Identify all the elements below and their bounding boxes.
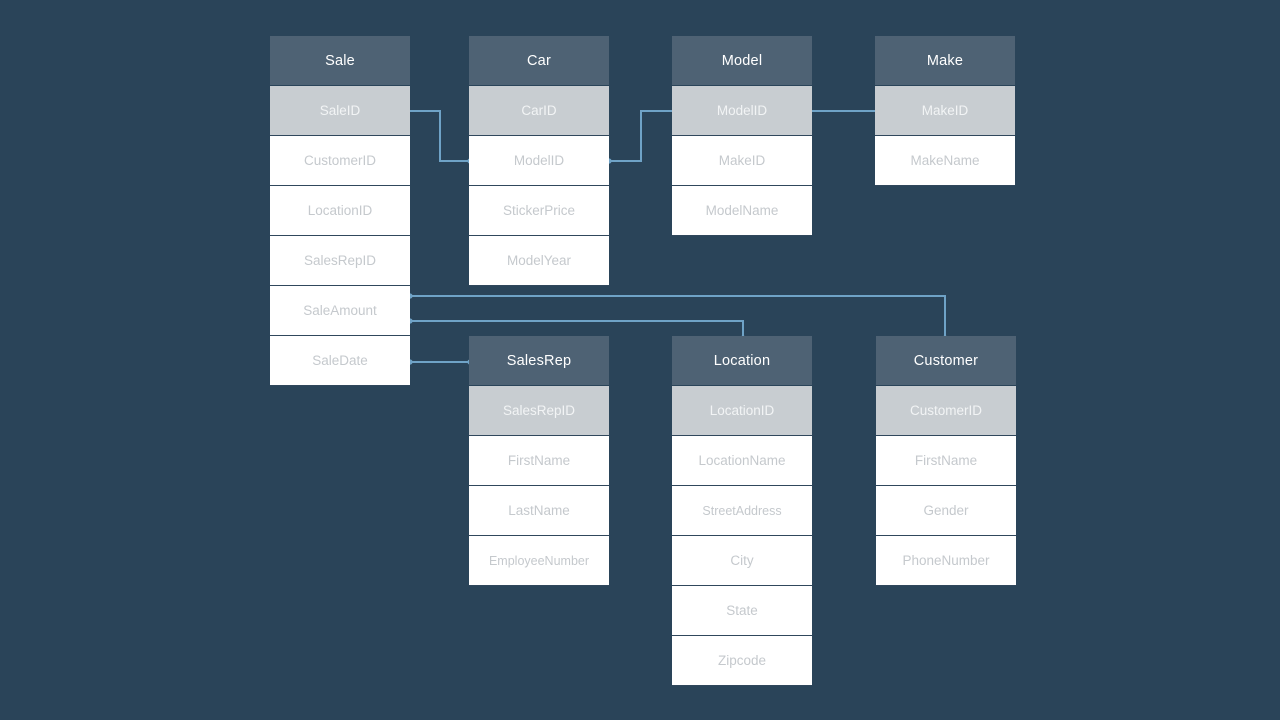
field-zipcode[interactable]: Zipcode bbox=[672, 636, 812, 686]
field-state[interactable]: State bbox=[672, 586, 812, 636]
field-saledate[interactable]: SaleDate bbox=[270, 336, 410, 386]
field-firstname[interactable]: FirstName bbox=[876, 436, 1016, 486]
primary-key-field-carid[interactable]: CarID bbox=[469, 86, 609, 136]
entity-title-customer: Customer bbox=[876, 336, 1016, 386]
primary-key-field-makeid[interactable]: MakeID bbox=[875, 86, 1015, 136]
connector-3 bbox=[410, 295, 946, 338]
primary-key-field-saleid[interactable]: SaleID bbox=[270, 86, 410, 136]
primary-key-field-modelid[interactable]: ModelID bbox=[672, 86, 812, 136]
connector-0 bbox=[404, 110, 470, 162]
entity-title-location: Location bbox=[672, 336, 812, 386]
entity-title-salesrep: SalesRep bbox=[469, 336, 609, 386]
field-locationname[interactable]: LocationName bbox=[672, 436, 812, 486]
entity-title-car: Car bbox=[469, 36, 609, 86]
field-saleamount[interactable]: SaleAmount bbox=[270, 286, 410, 336]
field-customerid[interactable]: CustomerID bbox=[270, 136, 410, 186]
field-phonenumber[interactable]: PhoneNumber bbox=[876, 536, 1016, 586]
field-makename[interactable]: MakeName bbox=[875, 136, 1015, 186]
primary-key-field-locationid[interactable]: LocationID bbox=[672, 386, 812, 436]
field-lastname[interactable]: LastName bbox=[469, 486, 609, 536]
entity-title-sale: Sale bbox=[270, 36, 410, 86]
field-modelid[interactable]: ModelID bbox=[469, 136, 609, 186]
field-makeid[interactable]: MakeID bbox=[672, 136, 812, 186]
field-modelname[interactable]: ModelName bbox=[672, 186, 812, 236]
entity-title-make: Make bbox=[875, 36, 1015, 86]
field-gender[interactable]: Gender bbox=[876, 486, 1016, 536]
field-employeenumber[interactable]: EmployeeNumber bbox=[469, 536, 609, 586]
field-streetaddress[interactable]: StreetAddress bbox=[672, 486, 812, 536]
entity-title-model: Model bbox=[672, 36, 812, 86]
field-locationid[interactable]: LocationID bbox=[270, 186, 410, 236]
field-city[interactable]: City bbox=[672, 536, 812, 586]
field-modelyear[interactable]: ModelYear bbox=[469, 236, 609, 286]
primary-key-field-customerid[interactable]: CustomerID bbox=[876, 386, 1016, 436]
primary-key-field-salesrepid[interactable]: SalesRepID bbox=[469, 386, 609, 436]
field-stickerprice[interactable]: StickerPrice bbox=[469, 186, 609, 236]
field-firstname[interactable]: FirstName bbox=[469, 436, 609, 486]
field-salesrepid[interactable]: SalesRepID bbox=[270, 236, 410, 286]
